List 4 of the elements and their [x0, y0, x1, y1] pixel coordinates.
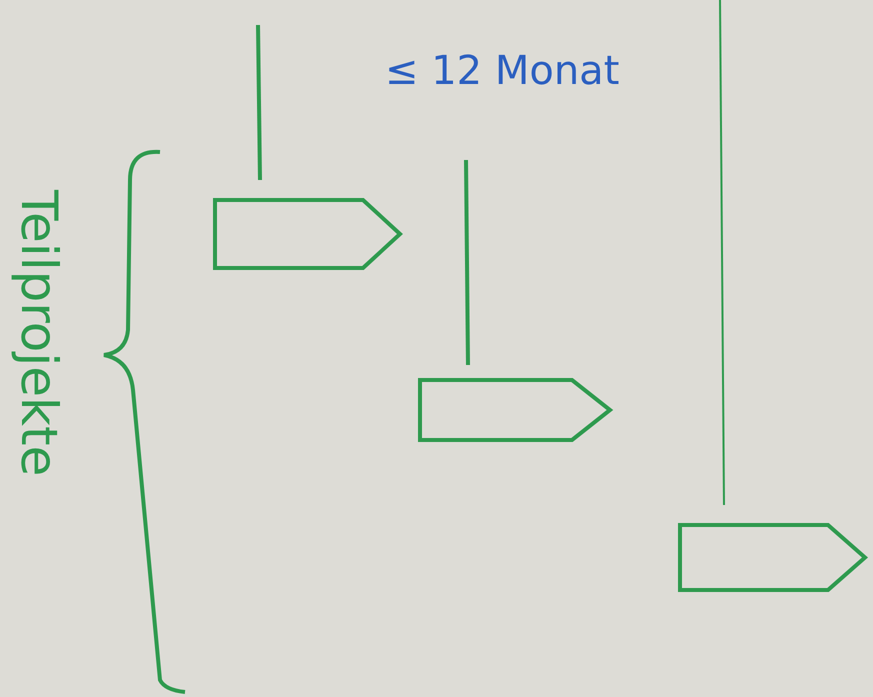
- vertical-label: Teilprojekte: [10, 190, 68, 476]
- arrow-shape: [215, 200, 400, 268]
- arrow-shape: [680, 525, 865, 590]
- duration-note: ≤ 12 Monat: [385, 48, 620, 94]
